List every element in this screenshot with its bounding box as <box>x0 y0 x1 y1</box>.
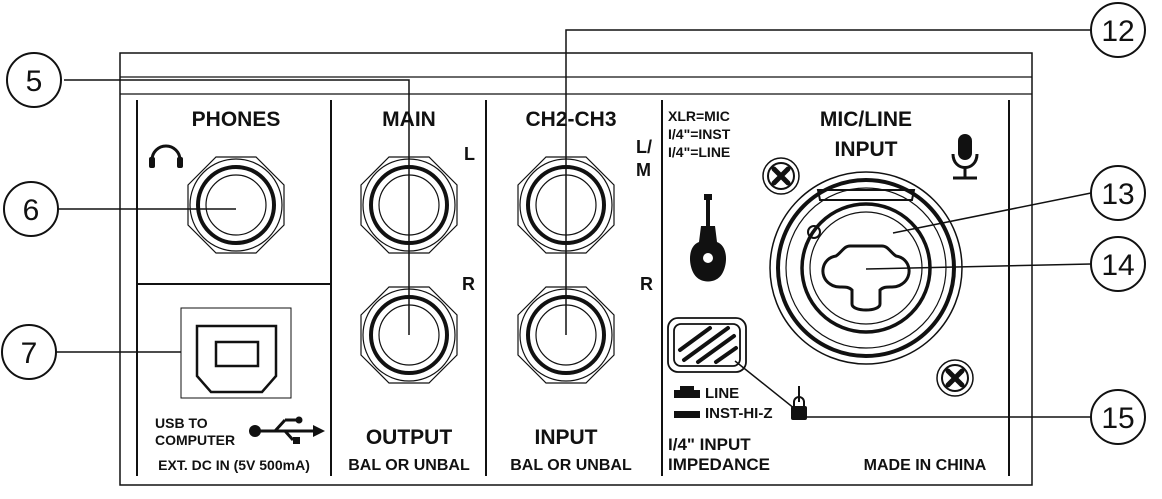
svg-text:5: 5 <box>26 65 43 98</box>
ch-mono-marker: M <box>636 160 651 180</box>
main-right-marker: R <box>462 274 475 294</box>
ch-left-marker: L/ <box>636 137 652 157</box>
section-dividers <box>137 100 663 476</box>
callout-6: 6 <box>3 181 59 237</box>
xlr-bottom-screw <box>937 360 973 396</box>
phones-title: PHONES <box>192 108 281 131</box>
mic-line-input-title: INPUT <box>835 138 898 161</box>
svg-text:12: 12 <box>1101 15 1134 48</box>
phones-jack[interactable] <box>186 155 286 255</box>
callout-5: 5 <box>6 52 62 108</box>
xlr-top-screw <box>763 158 799 194</box>
svg-text:7: 7 <box>21 337 38 370</box>
impedance-inst-label: INST-HI-Z <box>705 405 773 422</box>
legend-inst: I/4"=INST <box>668 126 731 142</box>
panel-frame <box>119 52 1033 486</box>
callout-12: 12 <box>1090 2 1146 58</box>
svg-text:15: 15 <box>1101 402 1134 435</box>
mic-line-title: MIC/LINE <box>820 108 912 131</box>
impedance-title-line2: IMPEDANCE <box>668 455 770 474</box>
main-left-marker: L <box>464 144 475 164</box>
impedance-line-label: LINE <box>705 385 739 402</box>
input-label: INPUT <box>535 426 598 449</box>
ext-dc-label: EXT. DC IN (5V 500mA) <box>158 457 310 473</box>
callout-13: 13 <box>1090 165 1146 221</box>
ch-bal-label: BAL OR UNBAL <box>510 457 632 474</box>
legend-line: I/4"=LINE <box>668 144 730 160</box>
inst-position-mark <box>674 411 700 418</box>
callout-7: 7 <box>1 324 57 380</box>
ch-right-marker: R <box>640 274 653 294</box>
usb-icon <box>249 416 325 444</box>
usb-label-line2: COMPUTER <box>155 432 235 448</box>
main-bal-label: BAL OR UNBAL <box>348 457 470 474</box>
svg-text:14: 14 <box>1101 249 1134 282</box>
legend-xlr: XLR=MIC <box>668 108 730 124</box>
lock-icon <box>791 386 807 420</box>
callout-14: 14 <box>1090 236 1146 292</box>
impedance-title-line1: I/4" INPUT <box>668 435 751 454</box>
microphone-icon <box>951 134 979 180</box>
callout-15: 15 <box>1090 389 1146 445</box>
guitar-icon <box>689 194 727 282</box>
impedance-switch[interactable] <box>667 317 747 373</box>
headphones-icon <box>149 144 183 168</box>
line-position-mark <box>674 386 700 398</box>
svg-text:13: 13 <box>1101 178 1134 211</box>
made-in-label: MADE IN CHINA <box>864 457 987 474</box>
svg-text:6: 6 <box>23 194 40 227</box>
usb-port[interactable] <box>180 307 292 399</box>
ch2ch3-title: CH2-CH3 <box>525 108 616 131</box>
usb-label-line1: USB TO <box>155 415 208 431</box>
output-label: OUTPUT <box>366 426 453 449</box>
leader-lines <box>56 29 1092 418</box>
